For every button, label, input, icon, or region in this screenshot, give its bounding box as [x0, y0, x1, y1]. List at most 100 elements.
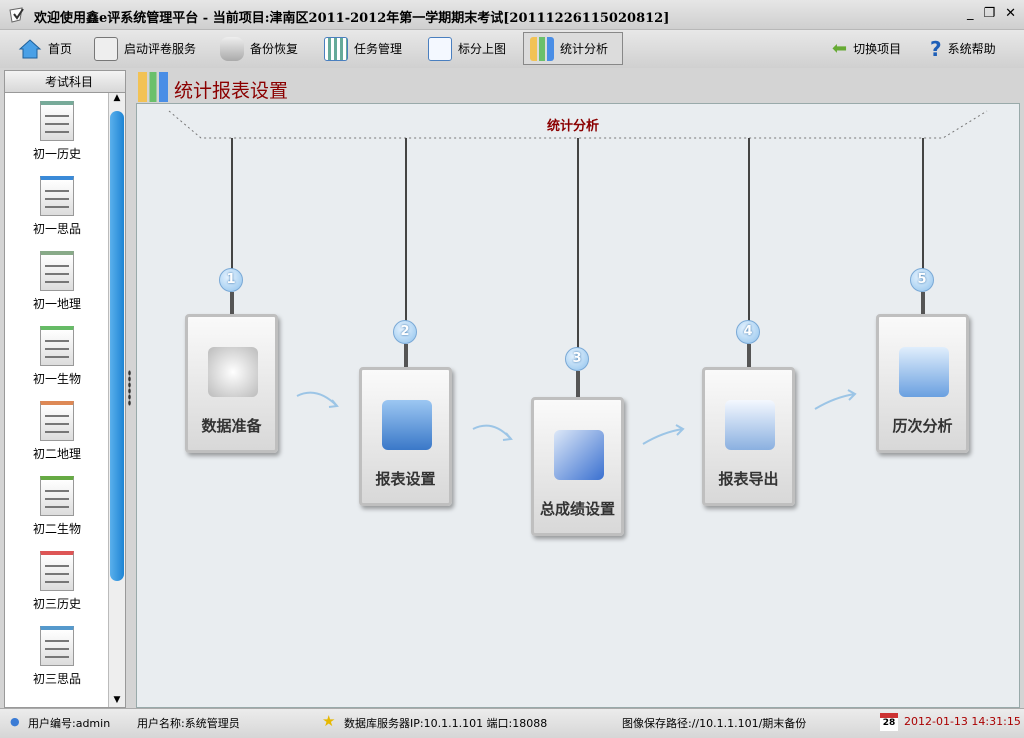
toolbar-statistics[interactable]: 统计分析	[523, 32, 623, 65]
help-button[interactable]: ? 系统帮助	[924, 32, 1002, 65]
toolbar: 首页 启动评卷服务 备份恢复 任务管理 标分上图 统计分析 ⬅ 切换项目 ? 系统帮…	[0, 30, 1024, 68]
db-server: 数据库服务器IP:10.1.1.101 端口:18088	[344, 717, 548, 730]
app-icon	[9, 7, 24, 23]
workflow-lines	[168, 110, 988, 445]
page-title: 统计报表设置	[174, 80, 289, 102]
toolbar-home[interactable]: 首页	[12, 32, 78, 65]
sidebar-header: 考试科目	[5, 71, 125, 93]
document-icon	[40, 401, 74, 441]
hanging-line	[230, 292, 234, 314]
history-icon	[899, 347, 949, 397]
toolbar-backup[interactable]: 备份恢复	[214, 32, 304, 65]
subject-label: 初一地理	[32, 297, 81, 311]
database-icon	[220, 36, 244, 61]
workflow-panel: 统计分析 1 数据准备 2 报表设置 3 总成绩设置 4 报表导出 5 历次分析	[136, 103, 1020, 708]
step-card[interactable]: 数据准备	[185, 314, 278, 453]
star-icon: ★	[322, 712, 336, 730]
calendar-icon: 28	[880, 713, 898, 731]
user-id: 用户编号:admin	[28, 717, 111, 730]
step-number: 1	[219, 268, 243, 292]
subject-item[interactable]: 初二生物	[5, 476, 109, 537]
subject-item[interactable]: 初三历史	[5, 551, 109, 612]
subject-item[interactable]: 初一历史	[5, 101, 109, 162]
subject-label: 初一生物	[32, 372, 81, 386]
status-bar: ● 用户编号:admin 用户名称:系统管理员 ★ 数据库服务器IP:10.1.…	[0, 708, 1024, 738]
arrow-left-icon: ⬅	[832, 38, 848, 59]
subject-sidebar: 考试科目 初一历史初一思品初一地理初一生物初二地理初二生物初三历史初三思品 ▲ …	[4, 70, 126, 708]
page-header: 统计报表设置	[136, 70, 1020, 103]
subject-label: 初三历史	[32, 597, 81, 611]
step-label: 总成绩设置	[539, 500, 615, 518]
toolbar-label: 切换项目	[853, 42, 902, 56]
hanging-line	[231, 138, 233, 278]
document-icon	[40, 476, 74, 516]
toolbar-label: 首页	[48, 42, 73, 56]
step-number: 2	[393, 320, 417, 344]
scroll-thumb[interactable]	[110, 111, 124, 581]
subject-item[interactable]: 初二地理	[5, 401, 109, 462]
subject-label: 初一思品	[32, 222, 81, 236]
toolbar-label: 启动评卷服务	[124, 42, 197, 56]
hanging-line	[747, 344, 751, 367]
document-icon	[40, 626, 74, 666]
document-icon	[40, 326, 74, 366]
step-number: 4	[736, 320, 760, 344]
help-icon: ?	[930, 36, 942, 61]
title-bar: 欢迎使用鑫e评系统管理平台 - 当前项目:津南区2011-2012年第一学期期末…	[0, 0, 1024, 30]
sidebar-scrollbar[interactable]: ▲ ▼	[108, 93, 125, 707]
toolbar-label: 备份恢复	[250, 42, 299, 56]
image-path: 图像保存路径://10.1.1.101/期末备份	[622, 717, 807, 730]
step-card[interactable]: 报表设置	[359, 367, 452, 506]
hanging-line	[404, 344, 408, 367]
hanging-line	[921, 292, 925, 314]
export-icon	[725, 400, 775, 450]
subject-label: 初一历史	[32, 147, 81, 161]
datetime: 2012-01-13 14:31:15	[904, 715, 1021, 728]
window-title: 欢迎使用鑫e评系统管理平台 - 当前项目:津南区2011-2012年第一学期期末…	[34, 11, 670, 26]
flow-arrows	[296, 389, 857, 445]
step-label: 历次分析	[892, 417, 953, 435]
subject-item[interactable]: 初三思品	[5, 626, 109, 687]
toolbar-label: 系统帮助	[947, 42, 996, 56]
toolbar-label: 标分上图	[458, 42, 507, 56]
step-card[interactable]: 总成绩设置	[531, 397, 624, 536]
statistics-icon	[138, 72, 168, 102]
step-card[interactable]: 历次分析	[876, 314, 969, 453]
close-button[interactable]: ✕	[1005, 6, 1016, 21]
subject-label: 初二生物	[32, 522, 81, 536]
switch-project-button[interactable]: ⬅ 切换项目	[826, 32, 907, 65]
splitter-handle[interactable]	[126, 70, 134, 708]
step-label: 报表设置	[375, 470, 436, 488]
subject-label: 初三思品	[32, 672, 81, 686]
minimize-button[interactable]: _	[966, 6, 974, 21]
edit-report-icon	[382, 400, 432, 450]
toolbar-score-map[interactable]: 标分上图	[422, 32, 512, 65]
hanging-line	[576, 371, 580, 397]
toolbar-start-service[interactable]: 启动评卷服务	[88, 32, 202, 65]
step-label: 数据准备	[201, 417, 262, 435]
group-title: 统计分析	[547, 119, 600, 134]
toolbar-label: 任务管理	[354, 42, 403, 56]
scroll-up-icon[interactable]: ▲	[113, 93, 121, 103]
calendar-grid-icon	[324, 36, 348, 61]
monitor-icon	[94, 36, 118, 61]
documents-icon	[554, 430, 604, 480]
hanging-line	[748, 138, 750, 330]
toolbar-tasks[interactable]: 任务管理	[318, 32, 408, 65]
subject-item[interactable]: 初一地理	[5, 251, 109, 312]
scroll-down-icon[interactable]: ▼	[113, 695, 121, 705]
bar-chart-icon	[530, 36, 554, 61]
subject-item[interactable]: 初一思品	[5, 176, 109, 237]
document-icon	[40, 251, 74, 291]
sidebar-title: 考试科目	[45, 75, 94, 89]
restore-button[interactable]: ❐	[983, 6, 996, 21]
table-icon	[428, 36, 452, 61]
user-icon: ●	[10, 715, 20, 728]
document-icon	[40, 101, 74, 141]
step-card[interactable]: 报表导出	[702, 367, 795, 506]
toolbar-label: 统计分析	[560, 42, 609, 56]
document-icon	[40, 176, 74, 216]
subject-label: 初二地理	[32, 447, 81, 461]
subject-item[interactable]: 初一生物	[5, 326, 109, 387]
hanging-line	[922, 138, 924, 278]
